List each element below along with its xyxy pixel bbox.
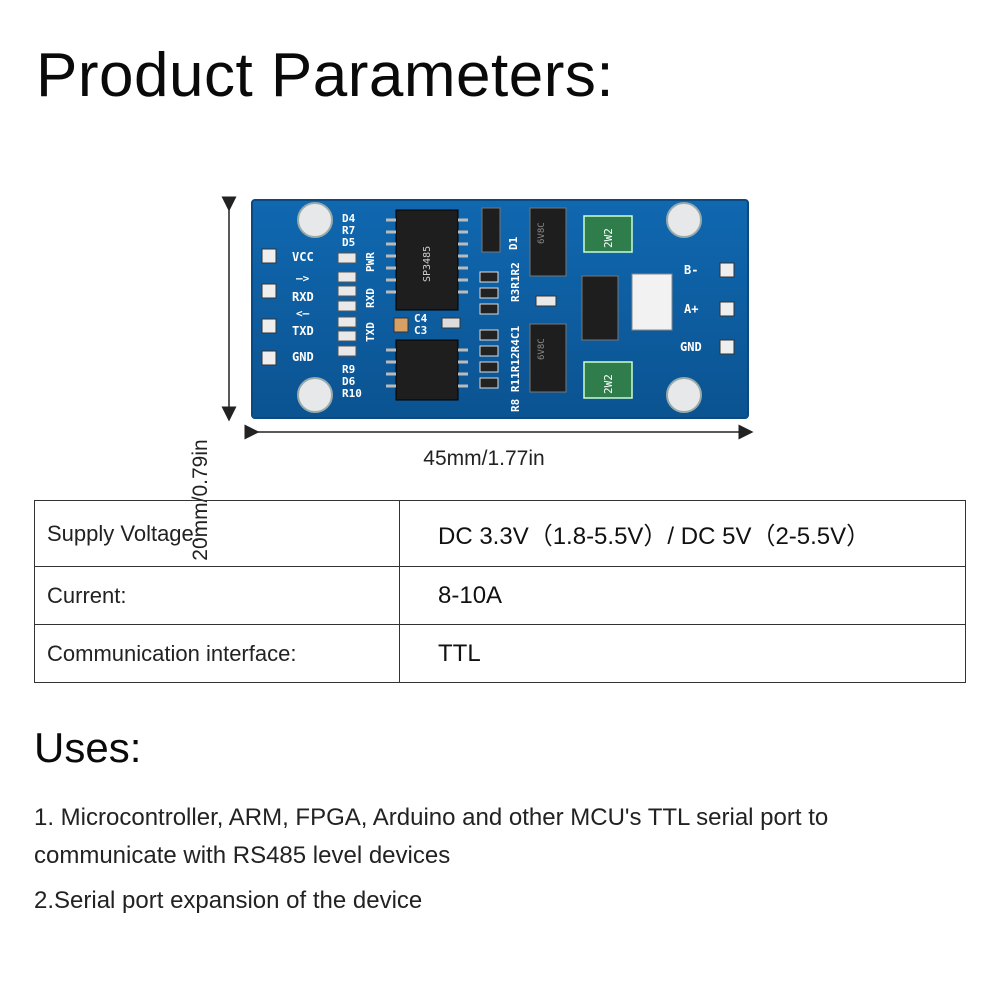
svg-text:6V8C: 6V8C (537, 222, 547, 244)
param-label-current: Current: (34, 566, 400, 625)
param-value-supply-voltage: DC 3.3V（1.8-5.5V）/ DC 5V（2-5.5V） (399, 500, 966, 567)
width-dimension-label: 45mm/1.77in (423, 447, 545, 470)
ic-chips: SP3485 (386, 209, 468, 401)
svg-text:D6: D6 (342, 375, 356, 388)
param-value-interface: TTL (399, 624, 966, 683)
white-component (631, 273, 673, 331)
pin-label-a: A+ (684, 302, 698, 316)
svg-text:TXD: TXD (364, 322, 377, 342)
fuses: 2W2 2W2 (583, 215, 633, 399)
svg-text:<—: <— (296, 307, 310, 320)
svg-text:C4: C4 (414, 312, 428, 325)
mounting-holes (297, 202, 702, 413)
table-row: Current: 8-10A (34, 566, 966, 625)
svg-text:R10: R10 (342, 387, 362, 400)
page-title: Product Parameters: (36, 41, 615, 110)
svg-text:RXD: RXD (364, 288, 377, 308)
svg-text:6V8C: 6V8C (537, 338, 547, 360)
svg-text:R8 R11R12R4C1: R8 R11R12R4C1 (509, 326, 522, 412)
svg-text:R7: R7 (342, 224, 355, 237)
param-label-supply-voltage: Supply Voltage: (34, 500, 400, 567)
table-row: Supply Voltage: DC 3.3V（1.8-5.5V）/ DC 5V… (34, 500, 966, 567)
pin-label-b: B- (684, 263, 698, 277)
param-label-interface: Communication interface: (34, 624, 400, 683)
pin-label-vcc: VCC (292, 250, 314, 264)
svg-text:R9: R9 (342, 363, 355, 376)
svg-text:R3R1R2: R3R1R2 (509, 262, 522, 302)
svg-text:—>: —> (296, 272, 310, 285)
svg-text:D5: D5 (342, 236, 355, 249)
svg-text:D4: D4 (342, 212, 356, 225)
svg-text:PWR: PWR (364, 252, 377, 272)
pin-label-gnd-right: GND (680, 340, 702, 354)
svg-text:D1: D1 (507, 236, 520, 250)
uses-item-2: 2.Serial port expansion of the device (34, 887, 423, 914)
pin-label-rxd: RXD (292, 290, 314, 304)
pin-label-gnd-left: GND (292, 350, 314, 364)
passive-components (393, 207, 557, 389)
left-header-pads (261, 248, 277, 366)
board-figure: VCC —> RXD <— TXD GND B- A+ GND D4 R7 D5… (0, 190, 1000, 561)
status-leds (337, 252, 357, 357)
parameters-table: Supply Voltage: DC 3.3V（1.8-5.5V）/ DC 5V… (34, 500, 966, 683)
param-value-current: 8-10A (399, 566, 966, 625)
tvs-diodes: 6V8C 6V8C (529, 207, 619, 393)
pin-label-txd: TXD (292, 324, 314, 338)
uses-item-1: 1. Microcontroller, ARM, FPGA, Arduino a… (34, 804, 829, 869)
right-header-pads (719, 262, 735, 355)
svg-text:C3: C3 (414, 324, 427, 337)
uses-heading: Uses: (34, 724, 142, 771)
svg-text:2W2: 2W2 (602, 228, 615, 248)
table-row: Communication interface: TTL (34, 624, 966, 683)
svg-text:SP3485: SP3485 (422, 246, 433, 282)
ttl-rs485-board-image: VCC —> RXD <— TXD GND B- A+ GND D4 R7 D5… (221, 196, 754, 440)
svg-text:2W2: 2W2 (602, 374, 615, 394)
